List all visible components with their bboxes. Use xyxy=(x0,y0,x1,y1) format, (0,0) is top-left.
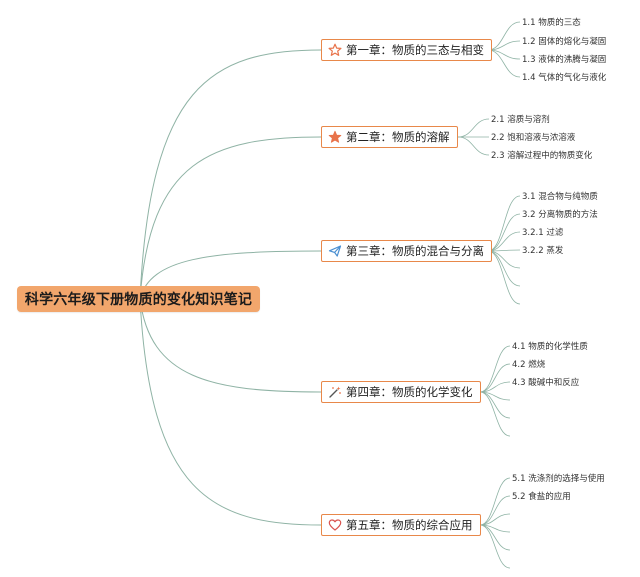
chapter-2-item-2[interactable]: 2.2 饱和溶液与浓溶液 xyxy=(491,133,576,143)
chapter-1-title: 第一章：物质的三态与相变 xyxy=(346,43,484,57)
chapter-2-node[interactable]: 第二章：物质的溶解 xyxy=(321,126,458,148)
paper-plane-icon xyxy=(328,244,342,258)
chapter-2-item-1[interactable]: 2.1 溶质与溶剂 xyxy=(491,115,550,125)
chapter-4-leaf-connector-1 xyxy=(479,345,511,393)
star-outline-icon xyxy=(328,43,342,57)
magic-wand-icon xyxy=(328,385,342,399)
chapter-3-leaf-connector-3 xyxy=(487,231,521,252)
chapter-2-leaf-connector-1 xyxy=(457,118,490,138)
root-topic[interactable]: 科学六年级下册物质的变化知识笔记 xyxy=(17,286,260,312)
chapter-4-node[interactable]: 第四章：物质的化学变化 xyxy=(321,381,481,403)
chapter-4-leaf-connector-6 xyxy=(479,391,511,437)
chapter-5-node[interactable]: 第五章：物质的综合应用 xyxy=(321,514,481,536)
chapter-3-leaf-connector-5 xyxy=(487,250,521,269)
star-filled-icon xyxy=(328,130,342,144)
chapter-5-item-1[interactable]: 5.1 洗涤剂的选择与使用 xyxy=(512,474,605,484)
chapter-1-item-1[interactable]: 1.1 物质的三态 xyxy=(522,18,581,28)
chapter-4-leaf-connector-2 xyxy=(479,363,511,393)
chapter-4-item-2[interactable]: 4.2 燃烧 xyxy=(512,360,546,370)
root-to-chapter-1-connector xyxy=(139,49,322,300)
root-to-chapter-4-connector xyxy=(139,298,322,393)
chapter-5-leaf-connector-3 xyxy=(479,513,511,526)
chapter-5-leaf-connector-6 xyxy=(479,524,511,569)
chapter-1-node[interactable]: 第一章：物质的三态与相变 xyxy=(321,39,492,61)
chapter-3-title: 第三章：物质的混合与分离 xyxy=(346,244,484,258)
chapter-3-node[interactable]: 第三章：物质的混合与分离 xyxy=(321,240,492,262)
chapter-4-leaf-connector-3 xyxy=(479,381,511,393)
chapter-5-title: 第五章：物质的综合应用 xyxy=(346,518,473,532)
chapter-2-title: 第二章：物质的溶解 xyxy=(346,130,450,144)
chapter-5-leaf-connector-1 xyxy=(479,477,511,526)
root-title: 科学六年级下册物质的变化知识笔记 xyxy=(24,292,253,308)
chapter-3-item-2[interactable]: 3.2 分离物质的方法 xyxy=(522,210,598,220)
chapter-1-item-2[interactable]: 1.2 固体的熔化与凝固 xyxy=(522,37,607,47)
root-to-chapter-5-connector xyxy=(139,298,322,526)
chapter-3-leaf-connector-7 xyxy=(487,250,521,305)
chapter-3-leaf-connector-6 xyxy=(487,250,521,287)
chapter-3-item-3[interactable]: 3.2.1 过滤 xyxy=(522,228,564,238)
heart-outline-icon xyxy=(328,518,342,532)
chapter-5-item-2[interactable]: 5.2 食盐的应用 xyxy=(512,492,571,502)
chapter-4-title: 第四章：物质的化学变化 xyxy=(346,385,473,399)
chapter-4-item-1[interactable]: 4.1 物质的化学性质 xyxy=(512,342,588,352)
chapter-1-item-3[interactable]: 1.3 液体的沸腾与凝固 xyxy=(522,55,607,65)
chapter-2-leaf-connector-3 xyxy=(457,136,490,156)
chapter-3-leaf-connector-1 xyxy=(487,195,521,252)
chapter-1-item-4[interactable]: 1.4 气体的气化与液化 xyxy=(522,73,607,83)
root-to-chapter-3-connector xyxy=(139,250,322,300)
root-to-chapter-2-connector xyxy=(139,136,322,300)
chapter-5-leaf-connector-2 xyxy=(479,495,511,526)
chapter-4-item-3[interactable]: 4.3 酸碱中和反应 xyxy=(512,378,580,388)
chapter-3-item-4[interactable]: 3.2.2 蒸发 xyxy=(522,246,564,256)
chapter-3-item-1[interactable]: 3.1 混合物与纯物质 xyxy=(522,192,598,202)
chapter-2-item-3[interactable]: 2.3 溶解过程中的物质变化 xyxy=(491,151,593,161)
